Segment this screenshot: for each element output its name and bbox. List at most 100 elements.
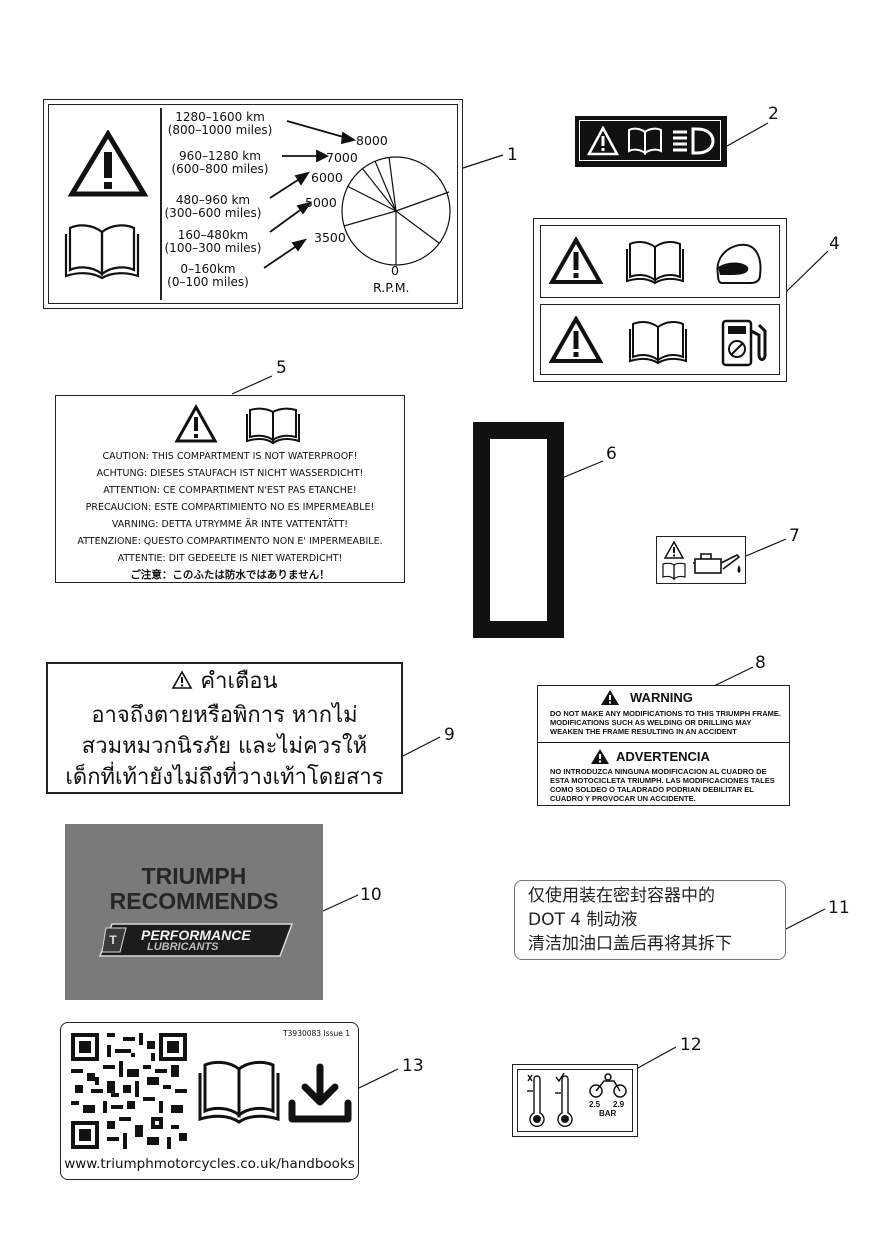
callout-8: 8 (755, 653, 766, 673)
oil-can-icon (693, 553, 741, 574)
l12-rear-pressure: 2.9 (613, 1100, 625, 1109)
l5-line-es: PRECAUCION: ESTE COMPARTIMIENTO NO ES IM… (85, 502, 375, 513)
callout-13: 13 (402, 1056, 424, 1076)
callout-7: 7 (789, 526, 800, 546)
l11-text: 仅使用装在密封容器中的 DOT 4 制动液 清洁加油口盖后再将其拆下 (528, 884, 732, 956)
warning-triangle-icon (663, 540, 685, 559)
callout-6: 6 (606, 444, 617, 464)
manual-book-icon (64, 224, 140, 280)
label-11-dot4: 仅使用装在密封容器中的 DOT 4 制动液 清洁加油口盖后再将其拆下 (514, 880, 786, 960)
l8-divider (538, 742, 789, 743)
label-1-running-in: 1280–1600 km (800–1000 miles) 960–1280 k… (43, 99, 463, 309)
manual-book-icon (629, 321, 687, 365)
l11-line-1: 仅使用装在密封容器中的 (528, 886, 715, 906)
warning-triangle-icon (591, 749, 609, 764)
l1-rpm-5000: 5000 (305, 195, 337, 210)
l1-range-5: 0–160km (0–100 miles) (152, 263, 264, 289)
l1-range-4: 160–480km (100–300 miles) (157, 229, 269, 255)
download-icon (288, 1063, 352, 1123)
performance-lubricants-badge: T (98, 923, 294, 957)
thermometer-hot-icon (555, 1072, 573, 1128)
label-13-handbooks: T3930083 Issue 1 (60, 1022, 359, 1180)
l1-rpm-3500: 3500 (314, 230, 346, 245)
callout-9: 9 (444, 725, 455, 745)
l9-line-1: อาจถึงตายหรือพิการ หากไม่ (91, 703, 358, 728)
callout-1: 1 (507, 145, 518, 165)
l11-line-2: DOT 4 制动液 (528, 910, 638, 930)
headlight-icon (673, 127, 715, 155)
warning-triangle-icon (174, 404, 218, 443)
label-1-divider (160, 108, 162, 300)
l1-miles-5: (0–100 miles) (167, 275, 249, 289)
warning-triangle-icon (172, 670, 193, 689)
l5-line-fr: ATTENTION: CE COMPARTIMENT N'EST PAS ETA… (103, 485, 357, 496)
l5-line-de: ACHTUNG: DIESES STAUFACH IST NICHT WASSE… (96, 468, 364, 479)
svg-text:T: T (109, 933, 117, 947)
l5-text-block: CAUTION: THIS COMPARTMENT IS NOT WATERPR… (56, 448, 404, 584)
callout-10: 10 (360, 885, 382, 905)
warning-triangle-icon (587, 126, 619, 156)
l1-range-1: 1280–1600 km (800–1000 miles) (164, 111, 276, 137)
label-6-frame (473, 422, 564, 638)
l5-line-sv: VARNING: DETTA UTRYMME ÄR INTE VATTENTÄT… (111, 519, 349, 530)
l8-warning-text: DO NOT MAKE ANY MODIFICATIONS TO THIS TR… (550, 709, 781, 736)
l9-title-row: คำเตือน (48, 668, 401, 696)
l8-advert-text: NO INTRODUZCA NINGUNA MODIFICACION AL CU… (550, 767, 775, 803)
l10-badge-top: PERFORMANCE (141, 927, 251, 943)
manual-book-icon (198, 1060, 280, 1124)
l1-rpm-6000: 6000 (311, 170, 343, 185)
l1-miles-4: (100–300 miles) (164, 241, 262, 255)
l9-line-3: เด็กที่เท้ายังไม่ถึงที่วางเท้าโดยสาร (65, 765, 384, 790)
label-10-triumph-recommends: TRIUMPH RECOMMENDS T PERFORMANCE LUBRICA… (65, 824, 323, 1000)
l1-miles-1: (800–1000 miles) (167, 123, 273, 137)
l10-line-2: RECOMMENDS (109, 888, 279, 914)
manual-book-icon (628, 127, 662, 156)
callout-12: 12 (680, 1035, 702, 1055)
label-2-strip (575, 116, 727, 167)
l12-front-pressure: 2.5 (589, 1100, 601, 1109)
l5-line-ja: ご注意：このふたは防水ではありません！ (130, 569, 330, 581)
l8-advert-title: ADVERTENCIA (616, 749, 710, 764)
l1-km-2: 960–1280 km (179, 149, 261, 163)
l5-line-en: CAUTION: THIS COMPARTMENT IS NOT WATERPR… (102, 451, 358, 462)
l11-line-3: 清洁加油口盖后再将其拆下 (528, 934, 732, 954)
l9-title: คำเตือน (200, 669, 278, 694)
callout-11: 11 (828, 898, 850, 918)
l9-body: อาจถึงตายหรือพิการ หากไม่ สวมหมวกนิรภัย … (48, 700, 401, 793)
callout-5: 5 (276, 358, 287, 378)
warning-triangle-icon (68, 130, 148, 197)
l12-unit: BAR (599, 1109, 617, 1118)
label-12-tyre-pressure: 2.5 2.9 BAR (512, 1064, 638, 1137)
l1-rpm-label: R.P.M. (373, 280, 410, 295)
l1-rpm-7000: 7000 (326, 150, 358, 165)
manual-book-icon (662, 562, 686, 581)
l1-km-4: 160–480km (177, 228, 249, 242)
l1-rpm-zero: 0 (391, 263, 399, 278)
label-9-thai-warning: คำเตือน อาจถึงตายหรือพิการ หากไม่ สวมหมว… (46, 662, 403, 794)
l1-range-3: 480–960 km (300–600 miles) (157, 194, 269, 220)
manual-book-icon (246, 407, 300, 444)
fuel-pump-icon (721, 319, 767, 367)
l13-part-code: T3930083 Issue 1 (283, 1029, 350, 1038)
label-1-inner (48, 104, 458, 304)
l10-badge-bottom: LUBRICANTS (147, 941, 219, 953)
l10-line-1: TRIUMPH (141, 863, 247, 889)
motorcycle-tyre-icon (589, 1073, 627, 1098)
callout-4: 4 (829, 234, 840, 254)
warning-triangle-icon (549, 237, 603, 284)
l1-rpm-8000: 8000 (356, 133, 388, 148)
l5-line-it: ATTENZIONE: QUESTO COMPARTIMENTO NON E' … (77, 536, 383, 547)
l13-url[interactable]: www.triumphmotorcycles.co.uk/handbooks (64, 1156, 355, 1172)
l1-miles-3: (300–600 miles) (164, 206, 262, 220)
warning-triangle-icon (601, 690, 619, 705)
l8-warning-title: WARNING (630, 690, 693, 705)
l10-heading: TRIUMPH RECOMMENDS (65, 864, 323, 914)
l9-line-2: สวมหมวกนิรภัย และไม่ควรให้ (81, 734, 368, 759)
l1-miles-2: (600–800 miles) (171, 162, 269, 176)
qr-code (71, 1033, 187, 1149)
label-7-oil (656, 536, 746, 584)
l1-km-3: 480–960 km (175, 193, 251, 207)
l1-km-1: 1280–1600 km (175, 110, 265, 124)
l1-km-5: 0–160km (180, 262, 236, 276)
label-4-icons (533, 218, 787, 382)
